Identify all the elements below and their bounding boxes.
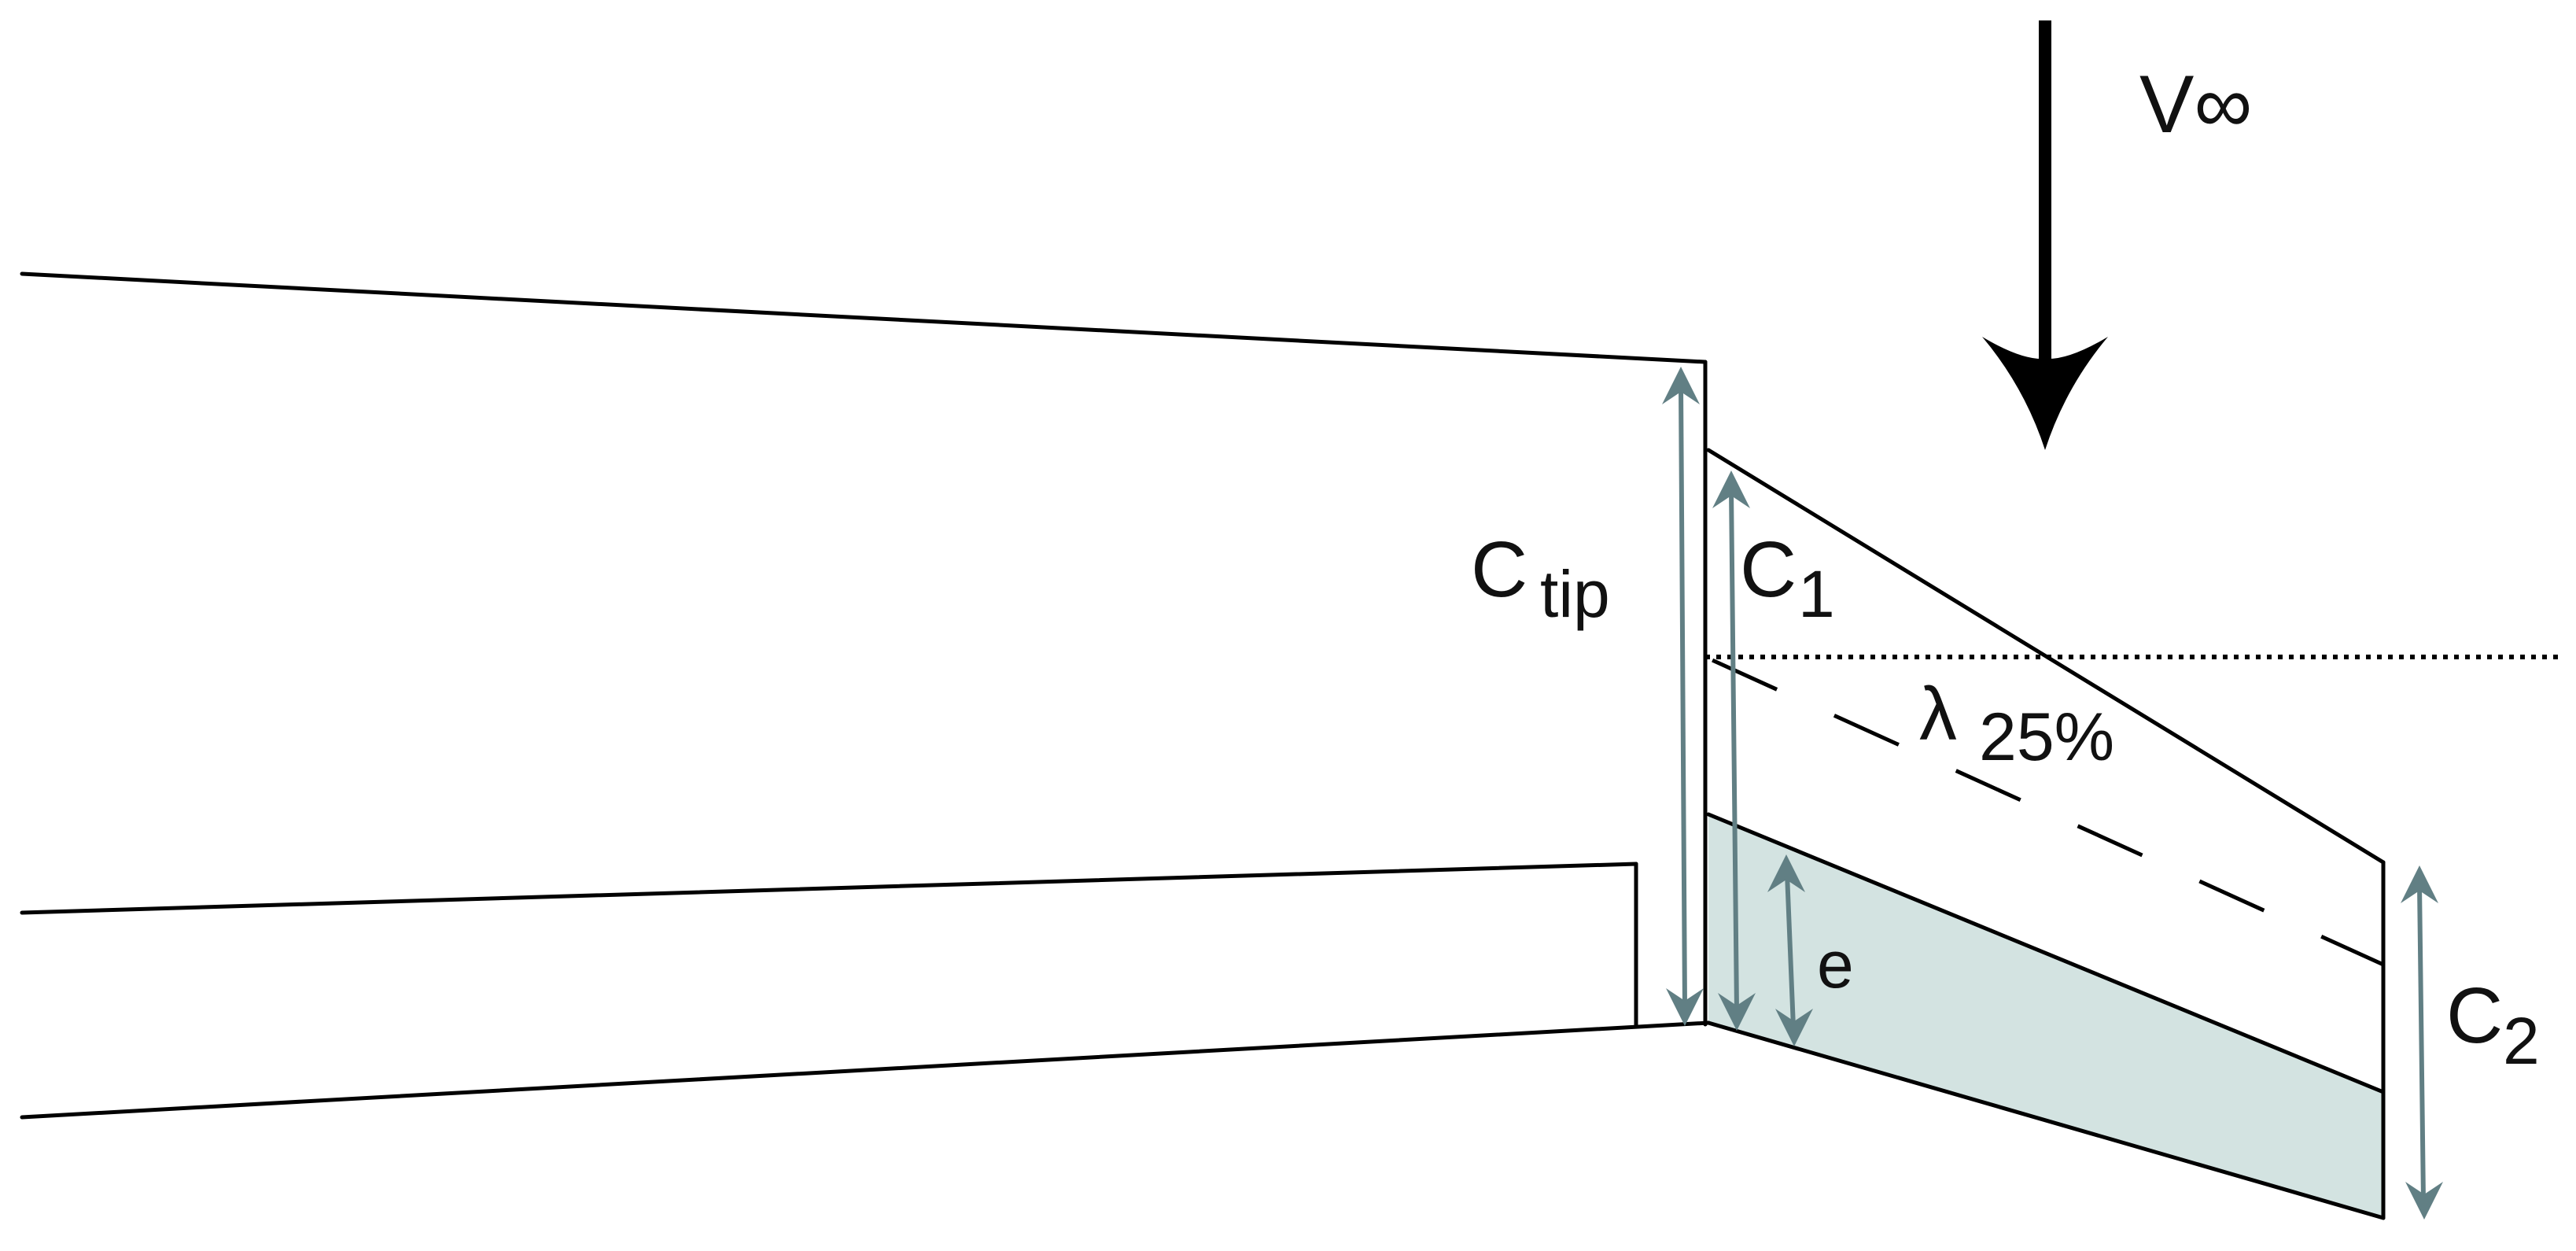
wing-flap-line [20,862,1638,915]
panel-trailing-edge [1706,1020,2386,1220]
c1-label-sub: 1 [1798,557,1835,631]
panel-leading-edge [1706,448,2386,865]
wing-trailing-edge [20,1020,1711,1120]
c-tip-label-main: C [1471,526,1528,614]
main-wing [20,271,1711,1120]
c-tip-dimension-arrow [1662,367,1704,1026]
c-tip-label-sub: tip [1540,557,1610,631]
c2-label-sub: 2 [2503,1004,2540,1078]
c1-dimension-arrow [1712,471,1756,1031]
e-label: e [1817,928,1854,1002]
freestream-label: V∞ [2139,59,2253,150]
e-dimension-arrow [1767,854,1813,1046]
c2-label-main: C [2446,972,2503,1060]
panel-flap-hinge-line [1706,812,2386,1094]
flap-shaded-region [1708,814,2383,1218]
swept-panel [1706,448,2386,1220]
c1-label-main: C [1740,526,1797,614]
wing-leading-edge [20,271,1708,364]
c2-dimension-arrow [2401,865,2443,1220]
sweep-symbol-label: λ [1919,672,1957,756]
freestream-arrow [1982,20,2108,450]
sweep-value-label: 25% [1979,699,2114,775]
